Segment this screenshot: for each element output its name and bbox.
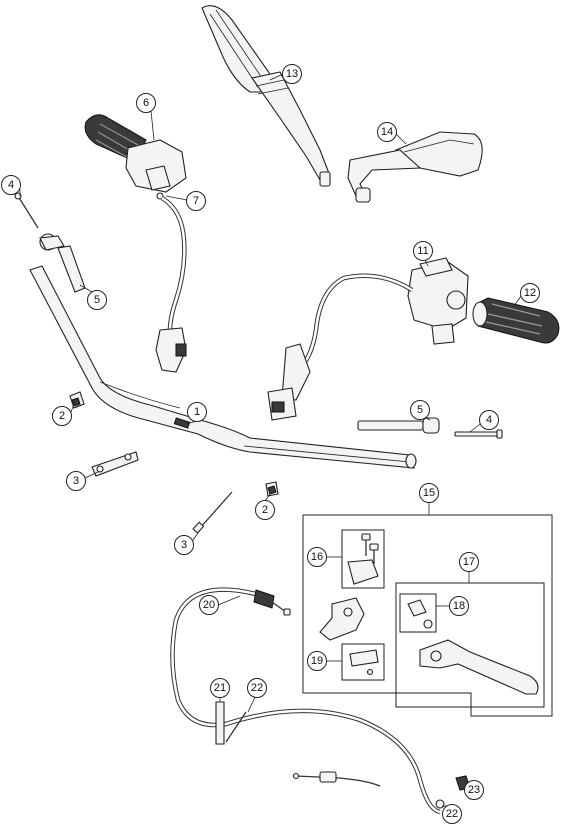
callout-7: 7 bbox=[186, 191, 206, 211]
callout-number: 2 bbox=[59, 410, 65, 422]
callout-circle bbox=[442, 804, 462, 824]
callout-18: 18 bbox=[449, 596, 469, 616]
callout-circle bbox=[187, 402, 207, 422]
callout-15: 15 bbox=[419, 483, 439, 503]
clutch-perch-parts bbox=[347, 533, 379, 585]
callout-13: 13 bbox=[282, 64, 302, 84]
callout-number: 21 bbox=[214, 682, 226, 694]
callout-11: 11 bbox=[413, 241, 433, 261]
mirror-left bbox=[201, 5, 331, 187]
callout-20: 20 bbox=[199, 595, 219, 615]
callout-circle bbox=[419, 483, 439, 503]
callout-6: 6 bbox=[136, 93, 156, 113]
callout-circle bbox=[1, 175, 21, 195]
callout-22: 22 bbox=[442, 804, 462, 824]
clutch-bracket bbox=[319, 597, 365, 641]
clamp-right bbox=[265, 481, 279, 497]
callout-number: 11 bbox=[417, 245, 428, 257]
callout-circle bbox=[282, 64, 302, 84]
callout-circle bbox=[210, 678, 230, 698]
callout-circle bbox=[136, 93, 156, 113]
callout-number: 4 bbox=[8, 179, 14, 191]
bar-end-right bbox=[357, 417, 503, 439]
clutch-cable bbox=[170, 587, 471, 815]
callout-number: 7 bbox=[193, 195, 199, 207]
frame-group-17 bbox=[395, 582, 545, 708]
frame-group-18 bbox=[399, 593, 437, 633]
callout-number: 23 bbox=[468, 784, 480, 796]
bar-end-left bbox=[14, 192, 86, 293]
callout-number: 20 bbox=[203, 599, 215, 611]
callout-circle bbox=[464, 780, 484, 800]
strap-left bbox=[91, 451, 139, 477]
frame-group-19 bbox=[341, 643, 385, 681]
callout-number: 3 bbox=[73, 475, 79, 487]
callout-2: 2 bbox=[255, 500, 275, 520]
callout-17: 17 bbox=[459, 552, 479, 572]
callout-circle bbox=[520, 283, 540, 303]
callout-circle bbox=[449, 596, 469, 616]
callout-4: 4 bbox=[1, 175, 21, 195]
right-switch-throttle bbox=[267, 257, 560, 421]
callout-number: 4 bbox=[486, 414, 492, 426]
callout-5: 5 bbox=[410, 400, 430, 420]
callout-12: 12 bbox=[520, 283, 540, 303]
callout-circle bbox=[479, 410, 499, 430]
callout-16: 16 bbox=[307, 547, 327, 567]
callout-circle bbox=[459, 552, 479, 572]
callout-circle bbox=[52, 406, 72, 426]
callout-circle bbox=[174, 535, 194, 555]
callout-number: 5 bbox=[94, 294, 100, 306]
callout-circle bbox=[377, 122, 397, 142]
callout-number: 3 bbox=[181, 539, 187, 551]
callout-1: 1 bbox=[187, 402, 207, 422]
callout-number: 14 bbox=[381, 126, 393, 138]
callout-number: 13 bbox=[286, 68, 298, 80]
callout-circle bbox=[247, 678, 267, 698]
assembly-frames bbox=[302, 514, 553, 717]
small-parts-19 bbox=[349, 649, 379, 676]
callout-number: 2 bbox=[262, 504, 268, 516]
callout-number: 17 bbox=[463, 556, 475, 568]
callout-number: 15 bbox=[423, 487, 435, 499]
callout-circle bbox=[413, 241, 433, 261]
callout-number: 1 bbox=[194, 406, 200, 418]
frame-group-16 bbox=[341, 529, 385, 589]
clutch-lever bbox=[407, 599, 539, 695]
screw-right bbox=[192, 491, 233, 534]
callout-circle bbox=[186, 191, 206, 211]
callout-23: 23 bbox=[464, 780, 484, 800]
callout-number: 12 bbox=[524, 287, 536, 299]
callout-number: 22 bbox=[446, 808, 458, 820]
callout-circle bbox=[87, 290, 107, 310]
callout-5: 5 bbox=[87, 290, 107, 310]
callout-number: 18 bbox=[453, 600, 465, 612]
callout-22: 22 bbox=[247, 678, 267, 698]
callout-19: 19 bbox=[307, 651, 327, 671]
callout-3: 3 bbox=[66, 471, 86, 491]
callout-number: 16 bbox=[311, 551, 323, 563]
frame-group-15 bbox=[302, 514, 553, 717]
callout-3: 3 bbox=[174, 535, 194, 555]
callout-circle bbox=[410, 400, 430, 420]
callout-circle bbox=[66, 471, 86, 491]
callout-number: 5 bbox=[417, 404, 423, 416]
handlebar bbox=[29, 265, 417, 469]
callout-circle bbox=[307, 651, 327, 671]
callout-number: 19 bbox=[311, 655, 323, 667]
callout-21: 21 bbox=[210, 678, 230, 698]
callout-circle bbox=[199, 595, 219, 615]
callout-circle bbox=[255, 500, 275, 520]
callout-number: 22 bbox=[251, 682, 263, 694]
callout-circle bbox=[307, 547, 327, 567]
callout-number: 6 bbox=[143, 97, 149, 109]
callout-4: 4 bbox=[479, 410, 499, 430]
mirror-right bbox=[347, 131, 483, 203]
callout-14: 14 bbox=[377, 122, 397, 142]
clamp-left bbox=[69, 391, 85, 409]
callout-2: 2 bbox=[52, 406, 72, 426]
left-grip-switch bbox=[84, 114, 187, 373]
